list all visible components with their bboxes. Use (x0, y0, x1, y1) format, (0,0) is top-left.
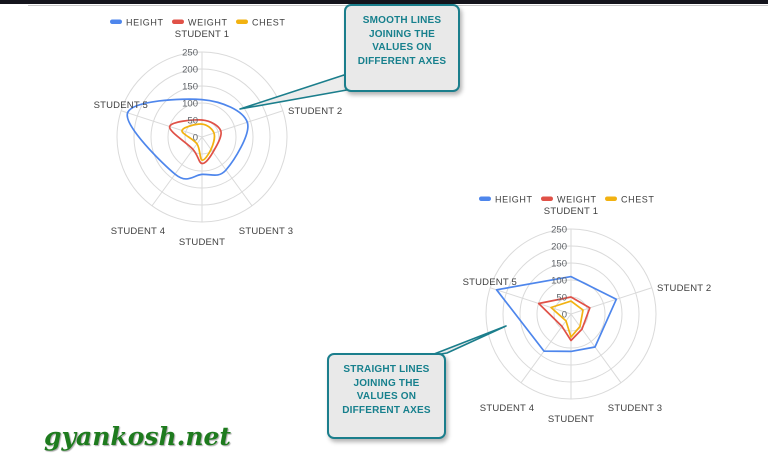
callout-text-line: DIFFERENT AXES (357, 55, 447, 67)
radial-tick-label: 150 (551, 259, 567, 270)
radar-chart-straight: 0 50 100 150 200 250 STUDENT 1 STUDENT 2 STUDENT… (463, 195, 712, 426)
series-line-weight (168, 119, 222, 165)
category-label: STUDENT 4 (111, 226, 165, 237)
callout-tail-straight (428, 325, 507, 357)
window-top-bar (0, 0, 768, 4)
radial-tick-label: 0 (562, 310, 567, 321)
radial-tick-label: 150 (182, 82, 198, 93)
radial-tick-label: 50 (556, 293, 567, 304)
legend-label: WEIGHT (188, 18, 228, 28)
category-label: STUDENT 4 (480, 403, 534, 414)
legend-swatch-height (110, 19, 122, 24)
axis-spoke (201, 110, 283, 138)
legend-swatch-chest (605, 196, 617, 201)
legend-label: HEIGHT (126, 18, 164, 28)
radial-tick-label: 250 (551, 225, 567, 236)
axis-spoke (121, 110, 203, 138)
category-label: STUDENT 5 (94, 100, 148, 111)
legend-item-height: HEIGHT (479, 195, 533, 205)
legend-swatch-height (479, 196, 491, 201)
series-line-chest (550, 300, 584, 338)
series-line-height (495, 275, 618, 353)
legend-item-weight: WEIGHT (172, 18, 228, 28)
radial-tick-label: 100 (182, 99, 198, 110)
callout-text-line: JOINING THE (368, 28, 436, 40)
radar-chart-smooth: 0 50 100 150 200 250 STUDENT 1 STUDENT 2 STUDENT… (94, 18, 343, 249)
axis-spoke (151, 136, 203, 207)
callout-tail-smooth (239, 74, 359, 110)
callout-text-line: SMOOTH LINES (362, 15, 442, 26)
series-line-chest (181, 123, 216, 161)
legend-item-weight: WEIGHT (541, 195, 597, 205)
category-label: STUDENT (548, 414, 594, 425)
axis-spoke (490, 287, 572, 315)
gyankosh-watermark: gyankosh.net (44, 422, 231, 451)
category-label: STUDENT 3 (608, 403, 662, 414)
category-label: STUDENT 2 (288, 106, 342, 117)
series-line-weight (537, 296, 591, 342)
radial-tick-label: 50 (187, 116, 198, 127)
legend-item-chest: CHEST (605, 195, 655, 205)
category-label: STUDENT 5 (463, 277, 517, 288)
radial-tick-label: 100 (551, 276, 567, 287)
radial-tick-label: 250 (182, 48, 198, 59)
axis-spoke (520, 313, 572, 384)
radial-tick-label: 200 (551, 242, 567, 253)
callout-text-line: VALUES ON (372, 42, 432, 53)
callout-text-line: DIFFERENT AXES (342, 404, 431, 416)
callout-text-line: VALUES ON (356, 391, 417, 402)
axis-spoke (570, 287, 652, 315)
legend-swatch-chest (236, 19, 248, 24)
axis-spoke (201, 136, 253, 207)
legend-item-height: HEIGHT (110, 18, 164, 28)
category-label: STUDENT 1 (544, 206, 598, 217)
series-line-height (126, 98, 249, 180)
legend-item-chest: CHEST (236, 18, 286, 28)
legend-label: HEIGHT (495, 195, 533, 205)
category-label: STUDENT (179, 237, 225, 248)
category-label: STUDENT 3 (239, 226, 293, 237)
category-label: STUDENT 2 (657, 283, 711, 294)
radial-tick-label: 200 (182, 65, 198, 76)
legend-label: CHEST (252, 18, 286, 28)
legend-label: CHEST (621, 195, 655, 205)
radial-tick-label: 0 (193, 133, 198, 144)
callout-text-line: JOINING THE (353, 377, 420, 389)
legend-swatch-weight (541, 196, 553, 201)
legend-swatch-weight (172, 19, 184, 24)
category-label: STUDENT 1 (175, 29, 229, 40)
callout-text-line: STRAIGHT LINES (343, 364, 430, 375)
callout-straight-lines: STRAIGHT LINES JOINING THE VALUES ON DIF… (327, 353, 446, 439)
legend-label: WEIGHT (557, 195, 597, 205)
callout-smooth-lines: SMOOTH LINES JOINING THE VALUES ON DIFFE… (344, 4, 460, 92)
